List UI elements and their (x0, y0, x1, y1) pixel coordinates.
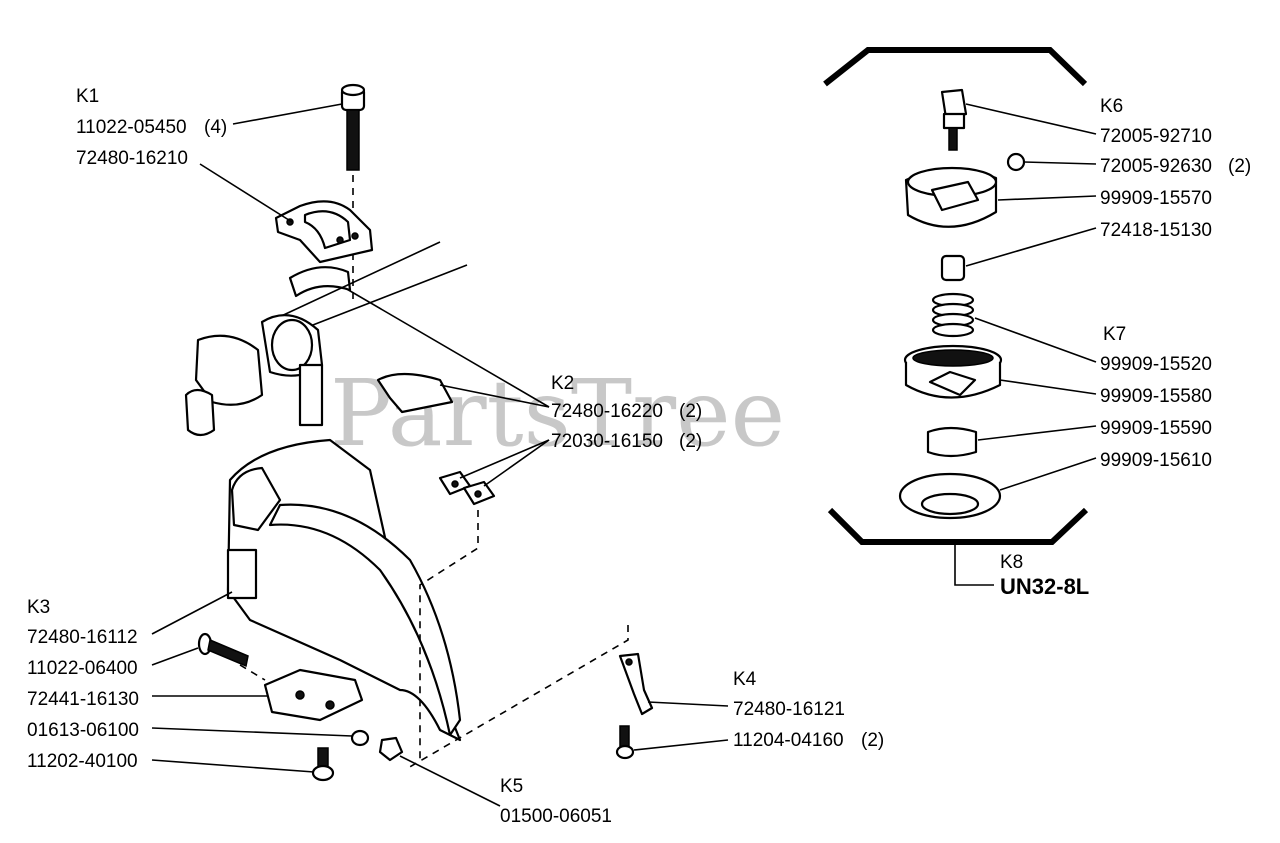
quantity-11022-05450: (4) (204, 117, 227, 138)
part-number-99909-15570[interactable]: 99909-15570 (1100, 188, 1212, 209)
part-number-72005-92630[interactable]: 72005-92630 (1100, 156, 1212, 177)
shaft-line-top (261, 241, 441, 326)
part-number-01500-06051[interactable]: 01500-06051 (500, 806, 612, 827)
spring-99909-15520 (931, 292, 975, 338)
screw-11202-40100 (311, 747, 335, 782)
shaft-line-bottom (299, 264, 468, 331)
k8-bracket-top (823, 47, 1088, 87)
bolt-72005-92710 (940, 88, 968, 151)
bracket-72441-16130 (263, 668, 364, 722)
leader-99909-15520 (974, 317, 1097, 363)
part-number-11204-04160[interactable]: 11204-04160 (733, 730, 844, 751)
leader-11202-40100 (151, 759, 315, 773)
part-number-11022-06400[interactable]: 11022-06400 (27, 658, 138, 679)
group-label-k5: K5 (500, 776, 523, 797)
part-number-72005-92710[interactable]: 72005-92710 (1100, 126, 1212, 147)
bolt-11022-05450 (340, 83, 366, 171)
part-number-72480-16210[interactable]: 72480-16210 (76, 148, 188, 169)
leader-72480-16220-a (344, 287, 550, 408)
bolt-11022-06400 (197, 632, 249, 668)
part-number-99909-15580[interactable]: 99909-15580 (1100, 386, 1212, 407)
nut-72005-92630 (1006, 152, 1026, 172)
leader-99909-15590 (977, 425, 1097, 441)
leader-72480-16220-b (439, 384, 550, 408)
part-number-01613-06100[interactable]: 01613-06100 (27, 720, 139, 741)
group-label-k7: K7 (1103, 324, 1126, 345)
screw-11204-04160 (615, 725, 635, 760)
part-number-99909-15590[interactable]: 99909-15590 (1100, 418, 1212, 439)
quantity-72005-92630: (2) (1228, 156, 1251, 177)
saddle-72480-16220-lower (376, 372, 454, 414)
dash-line-k4-k5 (407, 625, 629, 769)
part-number-72441-16130[interactable]: 72441-16130 (27, 689, 139, 710)
guard-72480-16112 (226, 438, 462, 742)
leader-99909-15610 (999, 457, 1097, 491)
leader-72005-92710 (965, 103, 1097, 135)
nut-72418-15130 (940, 254, 966, 282)
leader-72480-16210 (199, 163, 293, 223)
quantity-72030-16150: (2) (679, 431, 702, 452)
part-number-72480-16121[interactable]: 72480-16121 (733, 699, 845, 720)
cutter-blade-72480-16121 (618, 652, 654, 716)
group-label-k8: K8 (1000, 552, 1023, 573)
leader-72030-16150-b (483, 439, 550, 487)
leader-99909-15570 (997, 195, 1097, 201)
part-number-99909-15610[interactable]: 99909-15610 (1100, 450, 1212, 471)
leader-72480-16121 (647, 701, 729, 707)
k8-model-number[interactable]: UN32-8L (1000, 574, 1089, 599)
part-number-99909-15520[interactable]: 99909-15520 (1100, 354, 1212, 375)
part-number-72418-15130[interactable]: 72418-15130 (1100, 220, 1212, 241)
nuts-72030-16150 (438, 470, 496, 506)
group-label-k3: K3 (27, 597, 50, 618)
k8-bracket-bottom (827, 507, 1089, 545)
dash-line-k2-k5 (419, 510, 479, 760)
leader-11022-05450 (232, 103, 343, 125)
leader-72005-92630 (1023, 161, 1097, 165)
leader-72030-16150-a (459, 439, 550, 479)
clamp-72480-16210 (274, 200, 374, 264)
leader-72418-15130 (965, 227, 1097, 267)
part-number-72480-16220[interactable]: 72480-16220 (551, 401, 663, 422)
quantity-72480-16220: (2) (679, 401, 702, 422)
nut-01500-06051 (378, 736, 404, 762)
leader-11022-06400 (151, 647, 199, 666)
group-label-k6: K6 (1100, 96, 1123, 117)
housing-99909-15570 (904, 166, 998, 228)
leader-01500-06051 (399, 755, 501, 807)
leader-01613-06100 (151, 727, 353, 737)
group-label-k1: K1 (76, 86, 99, 107)
gear-head (184, 314, 324, 437)
cover-99909-15610 (898, 472, 1002, 520)
quantity-11204-04160: (2) (861, 730, 884, 751)
washer-01613-06100 (350, 729, 370, 747)
leader-99909-15580 (999, 379, 1097, 395)
part-number-11202-40100[interactable]: 11202-40100 (27, 751, 138, 772)
saddle-72480-16220-upper (288, 266, 352, 298)
cap-99909-15590 (926, 426, 978, 458)
spool-99909-15580 (903, 344, 1003, 399)
part-number-72030-16150[interactable]: 72030-16150 (551, 431, 663, 452)
group-label-k2: K2 (551, 373, 574, 394)
leader-11204-04160 (633, 739, 729, 751)
group-label-k4: K4 (733, 669, 757, 690)
k8-model-leader (954, 542, 994, 586)
part-number-72480-16112[interactable]: 72480-16112 (27, 627, 138, 648)
dash-bolt-axis (239, 664, 266, 681)
leader-72480-16112 (151, 591, 233, 635)
part-number-11022-05450[interactable]: 11022-05450 (76, 117, 187, 138)
